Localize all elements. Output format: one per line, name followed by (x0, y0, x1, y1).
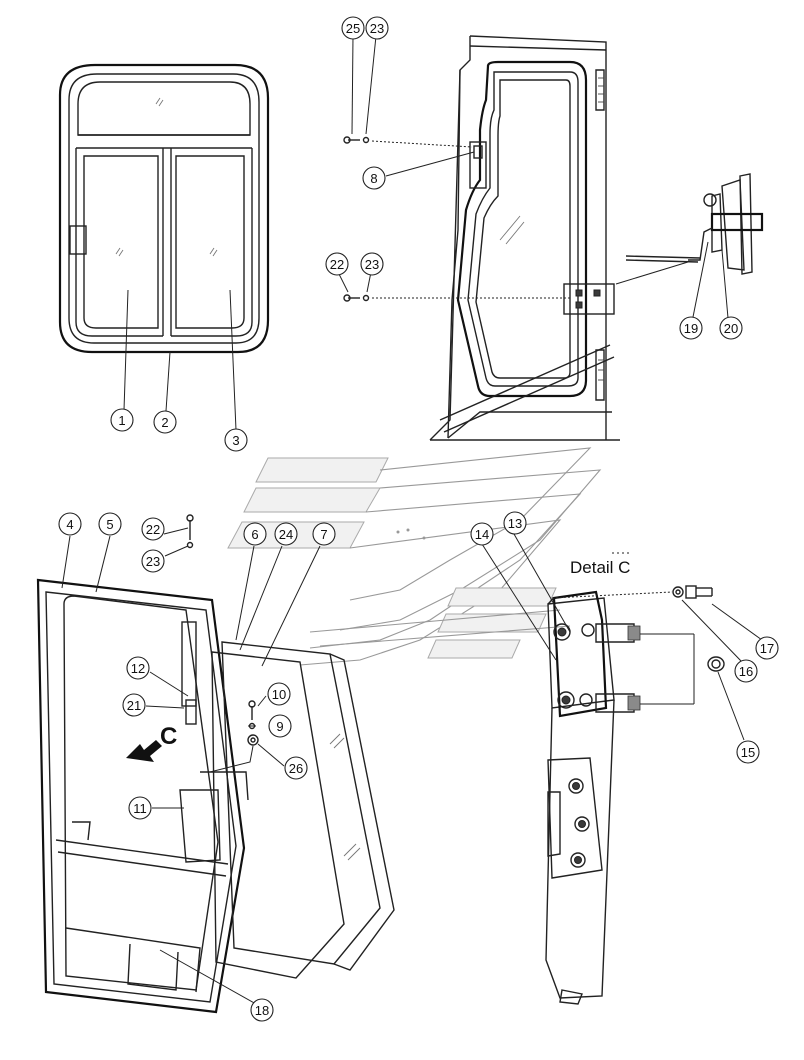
svg-text:22: 22 (330, 257, 344, 272)
svg-text:26: 26 (289, 761, 303, 776)
svg-text:9: 9 (276, 719, 283, 734)
svg-text:14: 14 (475, 527, 489, 542)
ghost-cab-sections (227, 447, 602, 666)
callout-5: 5 (98, 512, 122, 536)
callout-11: 11 (128, 796, 152, 820)
svg-text:22: 22 (146, 522, 160, 537)
callout-25: 25 (341, 16, 365, 40)
callout-23-door: 23 (141, 549, 165, 573)
svg-text:11: 11 (133, 801, 147, 816)
callout-23-top: 23 (365, 16, 389, 40)
callout-8: 8 (362, 166, 386, 190)
svg-text:20: 20 (724, 321, 738, 336)
callout-9: 9 (268, 714, 292, 738)
svg-text:21: 21 (127, 698, 141, 713)
callout-12: 12 (126, 656, 150, 680)
svg-text:16: 16 (739, 664, 753, 679)
callout-22-mid: 22 (325, 252, 349, 276)
svg-text:5: 5 (106, 517, 113, 532)
callout-22-door: 22 (141, 517, 165, 541)
callout-6: 6 (243, 522, 267, 546)
callout-18: 18 (250, 998, 274, 1022)
svg-text:1: 1 (118, 413, 125, 428)
callout-2: 2 (153, 410, 177, 434)
svg-text:23: 23 (370, 21, 384, 36)
callout-20: 20 (719, 316, 743, 340)
svg-text:7: 7 (320, 527, 327, 542)
svg-text:18: 18 (255, 1003, 269, 1018)
door-assembly (36, 514, 395, 1014)
svg-text:13: 13 (508, 516, 522, 531)
callout-17: 17 (755, 636, 779, 660)
detail-c-label: Detail C (570, 558, 630, 577)
callout-21: 21 (122, 693, 146, 717)
svg-text:17: 17 (760, 641, 774, 656)
svg-text:10: 10 (272, 687, 286, 702)
svg-text:25: 25 (346, 21, 360, 36)
callout-15: 15 (736, 740, 760, 764)
callout-13: 13 (503, 511, 527, 535)
callout-4: 4 (58, 512, 82, 536)
callout-7: 7 (312, 522, 336, 546)
svg-text:19: 19 (684, 321, 698, 336)
svg-text:3: 3 (232, 433, 239, 448)
svg-text:15: 15 (741, 745, 755, 760)
callout-24: 24 (274, 522, 298, 546)
svg-text:23: 23 (146, 554, 160, 569)
window-assembly (58, 63, 270, 431)
svg-text:6: 6 (251, 527, 258, 542)
callout-23-mid: 23 (360, 252, 384, 276)
svg-text:12: 12 (131, 661, 145, 676)
svg-text:2: 2 (161, 415, 168, 430)
callout-14: 14 (470, 522, 494, 546)
svg-text:24: 24 (279, 527, 293, 542)
cab-side-view (337, 35, 620, 441)
callout-19: 19 (679, 316, 703, 340)
callout-10: 10 (267, 682, 291, 706)
svg-text:8: 8 (370, 171, 377, 186)
callout-16: 16 (734, 659, 758, 683)
hinge-detail (615, 173, 764, 323)
callout-1: 1 (110, 408, 134, 432)
view-arrow-label: C (160, 723, 177, 750)
detail-c-hinge (481, 533, 763, 1005)
callout-3: 3 (224, 428, 248, 452)
svg-text:4: 4 (66, 517, 73, 532)
svg-text:23: 23 (365, 257, 379, 272)
callout-26: 26 (284, 756, 308, 780)
